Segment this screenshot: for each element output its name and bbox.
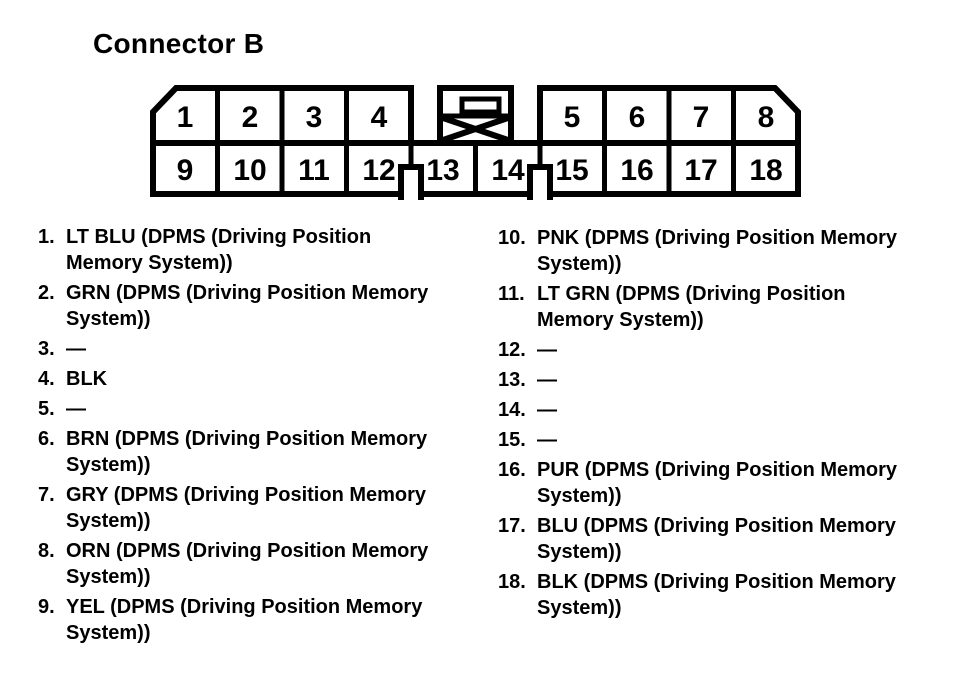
legend-item-2: 2. GRN (DPMS (Driving Position Memory Sys… xyxy=(38,280,478,332)
legend-item-13: 13. — xyxy=(498,367,938,393)
pin-number-17: 17 xyxy=(684,154,717,187)
legend-item-text: — xyxy=(66,338,86,360)
bottom-row-dividers xyxy=(215,143,736,194)
legend-item-number: 8. xyxy=(38,540,55,562)
legend-item-18: 18. BLK (DPMS (Driving Position Memory Sy… xyxy=(498,569,938,621)
legend-item-text: YEL (DPMS (Driving Position Memory Syste… xyxy=(66,596,423,644)
legend-item-text: LT GRN (DPMS (Driving Position Memory Sy… xyxy=(537,283,846,331)
pin-number-16: 16 xyxy=(620,154,653,187)
connector-diagram: 1 2 3 4 5 6 7 8 9 10 11 12 13 14 15 16 1… xyxy=(150,84,810,204)
legend-item-number: 13. xyxy=(498,369,526,391)
legend-item-number: 7. xyxy=(38,484,55,506)
legend-item-text: BLK (DPMS (Driving Position Memory Syste… xyxy=(537,571,896,619)
legend-item-number: 4. xyxy=(38,368,55,390)
pin-number-7: 7 xyxy=(693,101,710,134)
pin-number-13: 13 xyxy=(426,154,459,187)
legend-item-text: GRY (DPMS (Driving Position Memory Syste… xyxy=(66,484,427,532)
legend-item-text: — xyxy=(537,429,557,451)
legend-column-left: 1. LT BLU (DPMS (Driving Position Memory … xyxy=(38,224,478,650)
pin-number-18: 18 xyxy=(749,154,782,187)
pin-number-10: 10 xyxy=(233,154,266,187)
legend-item-number: 3. xyxy=(38,338,55,360)
pin-number-5: 5 xyxy=(564,101,581,134)
legend-item-number: 1. xyxy=(38,226,55,248)
pin-number-8: 8 xyxy=(758,101,775,134)
legend-item-number: 6. xyxy=(38,428,55,450)
legend-item-12: 12. — xyxy=(498,337,938,363)
keying-notch-left xyxy=(398,164,424,200)
keying-notch-right xyxy=(527,164,553,200)
legend-item-text: — xyxy=(66,398,86,420)
legend-item-3: 3. — xyxy=(38,336,478,362)
legend-item-text: BRN (DPMS (Driving Position Memory Syste… xyxy=(66,428,428,476)
legend-item-text: GRN (DPMS (Driving Position Memory Syste… xyxy=(66,282,429,330)
legend-item-text: — xyxy=(537,339,557,361)
legend-item-number: 15. xyxy=(498,429,526,451)
legend-item-number: 5. xyxy=(38,398,55,420)
legend-column-right: 10. PNK (DPMS (Driving Position Memory Sy… xyxy=(498,225,938,625)
pin-number-6: 6 xyxy=(629,101,646,134)
legend-item-number: 18. xyxy=(498,571,526,593)
page-title: Connector B xyxy=(93,28,265,59)
legend-item-16: 16. PUR (DPMS (Driving Position Memory Sy… xyxy=(498,457,938,509)
pin-number-4: 4 xyxy=(371,101,388,134)
pin-number-3: 3 xyxy=(306,101,323,134)
legend-item-5: 5. — xyxy=(38,396,478,422)
connector-latch-icon xyxy=(437,85,514,146)
legend-item-4: 4. BLK xyxy=(38,366,478,392)
legend-item-1: 1. LT BLU (DPMS (Driving Position Memory … xyxy=(38,224,478,276)
legend-item-text: PUR (DPMS (Driving Position Memory Syste… xyxy=(537,459,898,507)
legend-item-number: 10. xyxy=(498,227,526,249)
legend-item-text: — xyxy=(537,369,557,391)
legend-item-number: 17. xyxy=(498,515,526,537)
legend-item-text: PNK (DPMS (Driving Position Memory Syste… xyxy=(537,227,898,275)
pin-number-14: 14 xyxy=(491,154,525,187)
connector-b-svg: 1 2 3 4 5 6 7 8 9 10 11 12 13 14 15 16 1… xyxy=(150,85,801,200)
pin-number-9: 9 xyxy=(177,154,194,187)
legend-item-9: 9. YEL (DPMS (Driving Position Memory Sys… xyxy=(38,594,478,646)
legend-item-6: 6. BRN (DPMS (Driving Position Memory Sys… xyxy=(38,426,478,478)
legend-item-number: 14. xyxy=(498,399,526,421)
pin-number-1: 1 xyxy=(177,101,194,134)
legend-item-number: 2. xyxy=(38,282,55,304)
legend-item-10: 10. PNK (DPMS (Driving Position Memory Sy… xyxy=(498,225,938,277)
legend-item-number: 12. xyxy=(498,339,526,361)
pin-number-15: 15 xyxy=(555,154,588,187)
legend-item-text: — xyxy=(537,399,557,421)
legend-item-11: 11. LT GRN (DPMS (Driving Position Memory… xyxy=(498,281,938,333)
legend-item-text: BLK xyxy=(66,368,108,390)
legend-item-14: 14. — xyxy=(498,397,938,423)
legend-item-number: 11. xyxy=(498,283,525,305)
legend-item-17: 17. BLU (DPMS (Driving Position Memory Sy… xyxy=(498,513,938,565)
pin-number-2: 2 xyxy=(242,101,259,134)
pin-number-11: 11 xyxy=(298,154,330,187)
pin-number-12: 12 xyxy=(362,154,395,187)
legend-item-15: 15. — xyxy=(498,427,938,453)
legend-item-number: 16. xyxy=(498,459,526,481)
legend-item-7: 7. GRY (DPMS (Driving Position Memory Sys… xyxy=(38,482,478,534)
legend-item-text: LT BLU (DPMS (Driving Position Memory Sy… xyxy=(66,226,372,274)
legend-item-8: 8. ORN (DPMS (Driving Position Memory Sys… xyxy=(38,538,478,590)
legend-item-number: 9. xyxy=(38,596,55,618)
top-row-dividers xyxy=(215,88,736,143)
legend-item-text: ORN (DPMS (Driving Position Memory Syste… xyxy=(66,540,429,588)
legend-item-text: BLU (DPMS (Driving Position Memory Syste… xyxy=(537,515,896,563)
